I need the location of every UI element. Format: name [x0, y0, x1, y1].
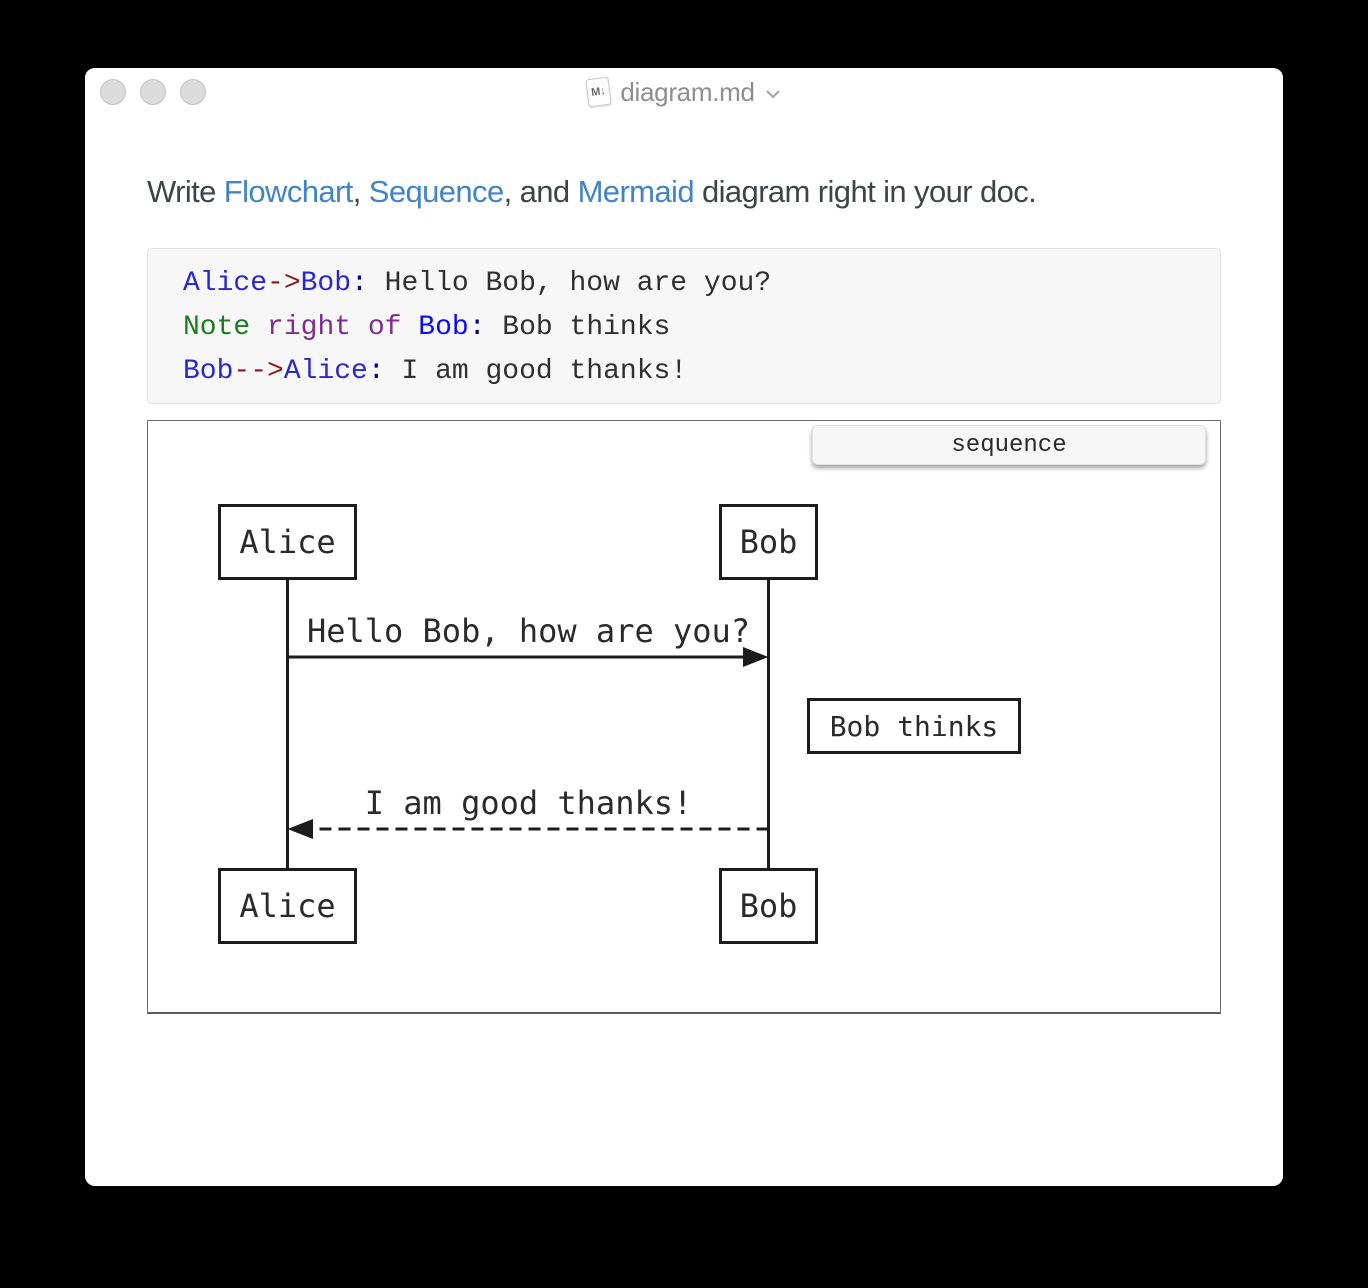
- traffic-light-minimize-button[interactable]: [140, 79, 166, 105]
- code-line: Note right of Bob: Bob thinks: [183, 306, 1185, 350]
- heading-text: ,: [352, 174, 369, 209]
- traffic-light-zoom-button[interactable]: [180, 79, 206, 105]
- code-token: Hello Bob, how are you?: [367, 268, 772, 299]
- markdown-doc-icon[interactable]: M↓: [585, 76, 612, 108]
- app-window: M↓ diagram.md Write Flowchart, Sequence,…: [85, 68, 1283, 1186]
- actor-box-bob-top: Bob: [719, 504, 818, 580]
- code-token: Bob thinks: [485, 312, 671, 343]
- heading-text: , and: [503, 174, 578, 209]
- actor-box-bob-bottom: Bob: [719, 868, 818, 944]
- code-line: Bob-->Alice: I am good thanks!: [183, 350, 1185, 394]
- chevron-down-icon[interactable]: [765, 85, 781, 99]
- window-title: diagram.md: [620, 76, 755, 107]
- code-token: I am good thanks!: [384, 356, 688, 387]
- code-token: Bob: [183, 356, 234, 387]
- sequence-diagram-canvas: [286, 580, 770, 868]
- titlebar: M↓ diagram.md: [85, 68, 1283, 116]
- code-line: Alice->Bob: Hello Bob, how are you?: [183, 262, 1185, 306]
- code-token: [250, 312, 267, 343]
- dashed-arrowhead-icon: [287, 819, 313, 839]
- actor-box-alice-bottom: Alice: [218, 868, 357, 944]
- code-token: ->: [267, 268, 301, 299]
- code-token: Bob: [418, 312, 469, 343]
- traffic-light-close-button[interactable]: [100, 79, 126, 105]
- code-token: Note: [183, 312, 251, 343]
- link-mermaid[interactable]: Mermaid: [577, 174, 695, 209]
- note-box: Bob thinks: [807, 698, 1021, 754]
- page-title: Write Flowchart, Sequence, and Mermaid d…: [147, 171, 1221, 213]
- heading-text: diagram right in your doc.: [693, 174, 1037, 209]
- code-token: :: [367, 356, 385, 387]
- code-token: Alice: [183, 268, 268, 299]
- title-group: M↓ diagram.md: [85, 68, 1283, 116]
- message-label-1: Hello Bob, how are you?: [306, 612, 751, 650]
- code-token: :: [351, 268, 368, 299]
- solid-arrowhead-icon: [743, 647, 769, 667]
- sequence-language-tab: sequence: [812, 425, 1206, 465]
- link-sequence[interactable]: Sequence: [368, 174, 504, 209]
- code-token: right of: [267, 312, 402, 343]
- heading-text: Write: [147, 174, 224, 209]
- message-label-2: I am good thanks!: [364, 784, 693, 822]
- sequence-diagram-panel: sequence Alice Bob Hello Bob, how are yo…: [147, 420, 1221, 1014]
- code-token: Alice: [283, 356, 368, 387]
- code-token: [401, 312, 418, 343]
- traffic-lights: [100, 79, 206, 105]
- actor-box-alice-top: Alice: [218, 504, 357, 580]
- code-token: Bob: [300, 268, 352, 299]
- link-flowchart[interactable]: Flowchart: [223, 174, 354, 209]
- code-token: :: [468, 312, 486, 343]
- code-block: Alice->Bob: Hello Bob, how are you? Note…: [147, 248, 1221, 404]
- code-token: -->: [233, 356, 284, 387]
- document-preview: Write Flowchart, Sequence, and Mermaid d…: [85, 171, 1283, 1014]
